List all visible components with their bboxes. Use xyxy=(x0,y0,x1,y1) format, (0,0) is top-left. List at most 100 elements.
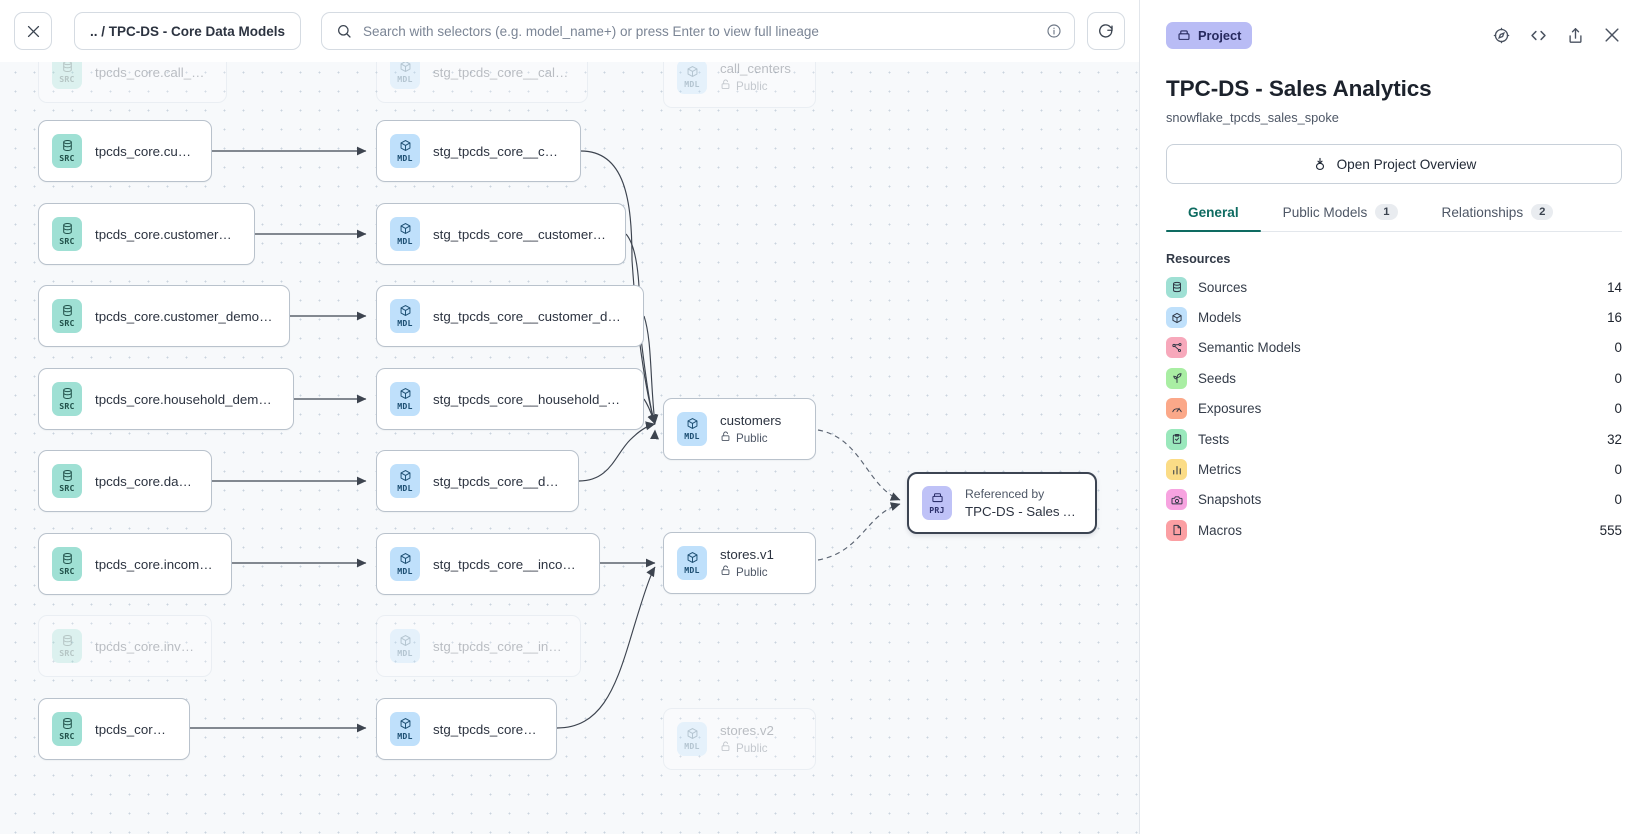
mdl-badge-icon: MDL xyxy=(390,217,420,251)
lineage-node[interactable]: MDLstg_tpcds_core__household_demogr… xyxy=(376,368,644,430)
lineage-node-visibility: Public xyxy=(720,431,781,445)
resource-count: 0 xyxy=(1614,462,1622,478)
lineage-node-text: tpcds_core.customer_demographics xyxy=(95,309,273,324)
lineage-node-text: tpcds_core.call_center xyxy=(95,65,210,80)
lineage-node-visibility: Public xyxy=(720,79,791,93)
lineage-node-name: stg_tpcds_core__income_band xyxy=(433,556,583,572)
lineage-node-text: tpcds_core.customer_address xyxy=(95,227,238,242)
lineage-node[interactable]: SRC tpcds_core.customer xyxy=(38,120,212,182)
camera-icon xyxy=(1166,489,1187,511)
bar-chart-icon xyxy=(1166,459,1187,481)
lineage-node-name: stg_tpcds_core__call_center xyxy=(433,64,571,80)
resource-row-snapshots[interactable]: Snapshots 0 xyxy=(1166,485,1622,515)
mdl-badge-icon: MDL xyxy=(677,546,707,580)
lineage-node-text: tpcds_core.inventory xyxy=(95,639,195,654)
resource-count: 0 xyxy=(1614,370,1622,386)
tab-label: Public Models xyxy=(1282,204,1368,220)
explore-button[interactable] xyxy=(1492,26,1511,45)
resource-count: 14 xyxy=(1607,279,1622,295)
resource-row-tests[interactable]: Tests 32 xyxy=(1166,424,1622,454)
resource-label: Tests xyxy=(1198,431,1230,447)
gauge-icon xyxy=(1166,398,1187,420)
src-badge-icon: SRC xyxy=(52,629,82,663)
project-type-chip[interactable]: Project xyxy=(1166,21,1253,49)
lineage-node[interactable]: MDL stg_tpcds_core__customer xyxy=(376,120,581,182)
tab-general[interactable]: General xyxy=(1166,204,1261,232)
tab-public-models[interactable]: Public Models 1 xyxy=(1261,204,1420,231)
lineage-node-name: tpcds_core.store xyxy=(95,721,173,737)
open-project-overview-button[interactable]: Open Project Overview xyxy=(1166,144,1622,184)
lineage-node-name: tpcds_core.call_center xyxy=(95,64,210,80)
lineage-node-text: stg_tpcds_core__date_dim xyxy=(433,474,562,489)
lineage-node-name: tpcds_core.income_band xyxy=(95,556,215,572)
lineage-node-text: stg_tpcds_core__inventory xyxy=(433,639,564,654)
lock-icon xyxy=(720,565,731,579)
lineage-node-name: TPC-DS - Sales Analytics xyxy=(965,504,1079,519)
prj-badge-icon: PRJ xyxy=(922,486,952,520)
lineage-node-name: tpcds_core.inventory xyxy=(95,638,195,654)
close-canvas-button[interactable] xyxy=(14,12,52,50)
mdl-badge-icon: MDL xyxy=(677,722,707,756)
lineage-node-name: tpcds_core.customer xyxy=(95,143,195,159)
lineage-node-text: tpcds_core.customer xyxy=(95,144,195,159)
close-panel-button[interactable] xyxy=(1602,25,1622,45)
tab-count-badge: 2 xyxy=(1531,204,1554,220)
compass-icon xyxy=(1493,27,1510,43)
lineage-node[interactable]: MDLstg_tpcds_core__customer_demogra… xyxy=(376,285,644,347)
lineage-node-text: tpcds_core.date_dim xyxy=(95,474,195,489)
breadcrumb[interactable]: .. / TPC-DS - Core Data Models xyxy=(74,12,302,50)
project-chip-label: Project xyxy=(1198,27,1242,43)
info-icon[interactable] xyxy=(1046,23,1062,39)
src-badge-icon: SRC xyxy=(52,134,82,168)
lineage-node-name: stg_tpcds_core__customer_demogra… xyxy=(433,308,627,324)
lineage-node-visibility: Public xyxy=(720,565,774,579)
resource-label: Semantic Models xyxy=(1198,340,1301,356)
resource-count: 0 xyxy=(1614,492,1622,508)
refresh-icon xyxy=(1099,24,1113,38)
resource-count: 0 xyxy=(1614,401,1622,417)
share-button[interactable] xyxy=(1566,26,1585,45)
lineage-node-name: stg_tpcds_core__customer xyxy=(433,143,564,159)
lineage-node[interactable]: SRC tpcds_core.inventory xyxy=(38,615,212,677)
resource-label: Snapshots xyxy=(1198,492,1262,508)
lineage-node-text: tpcds_core.income_band xyxy=(95,557,215,572)
lineage-canvas[interactable]: SRCtpcds_core.call_centerMDLstg_tpcds_co… xyxy=(0,0,1140,834)
mdl-badge-icon: MDL xyxy=(390,134,420,168)
refresh-button[interactable] xyxy=(1087,12,1125,50)
resource-label: Macros xyxy=(1198,522,1242,538)
tab-count-badge: 1 xyxy=(1375,204,1398,220)
lock-icon xyxy=(720,431,731,445)
resource-count: 32 xyxy=(1607,431,1622,447)
visibility-label: Public xyxy=(736,565,768,579)
mdl-badge-icon: MDL xyxy=(677,60,707,94)
lineage-node-text: stg_tpcds_core__household_demogr… xyxy=(433,392,627,407)
view-code-button[interactable] xyxy=(1528,25,1549,46)
search-input[interactable] xyxy=(363,23,1035,39)
search-bar[interactable] xyxy=(321,12,1075,50)
